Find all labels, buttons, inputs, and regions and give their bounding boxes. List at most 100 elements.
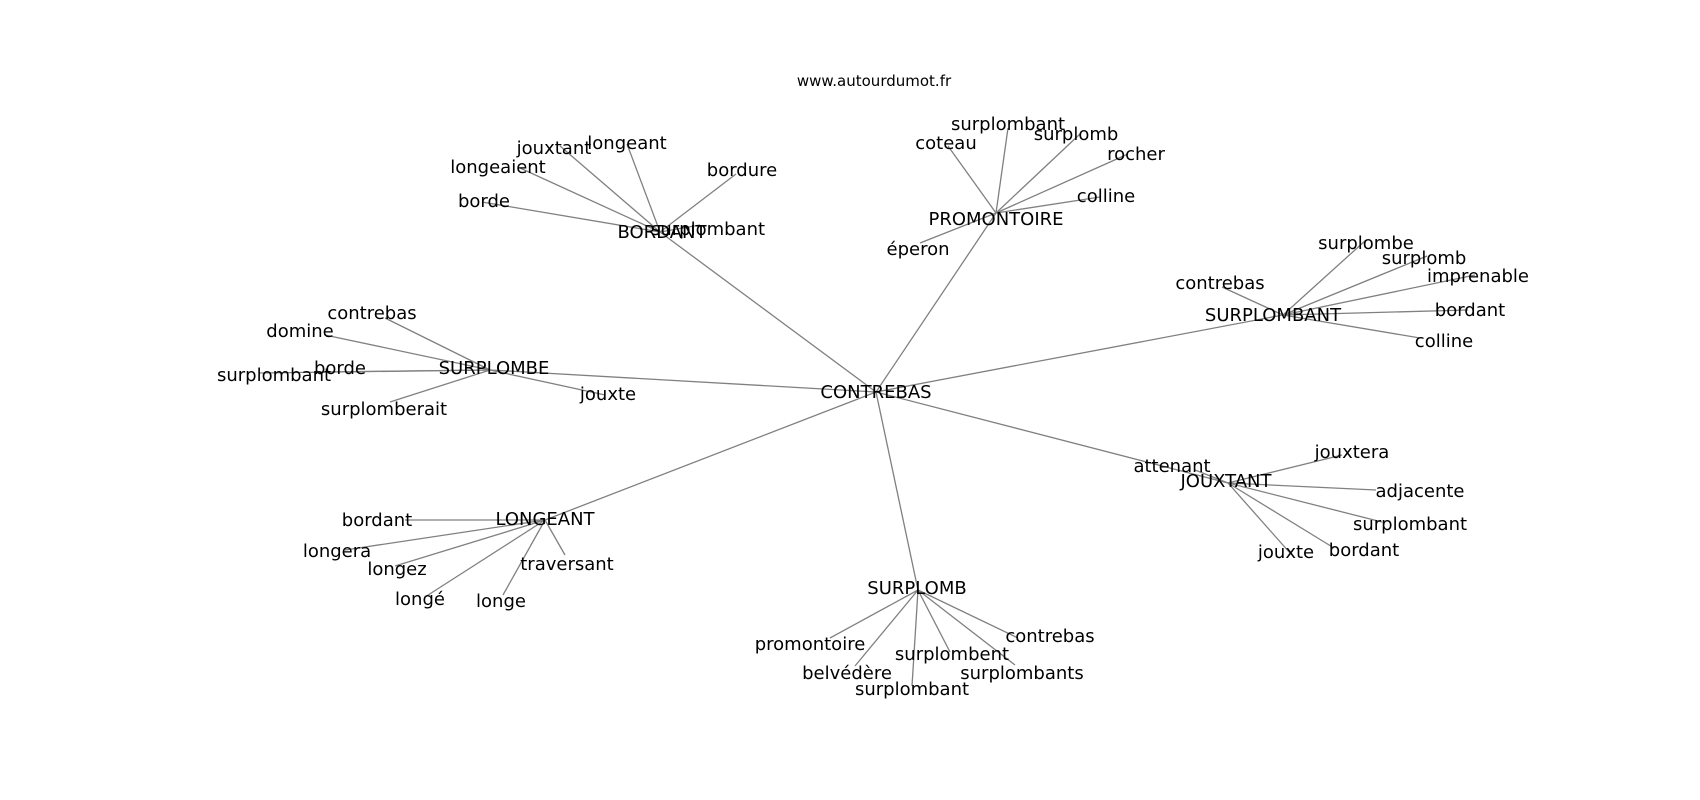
leaf-word-bordure[interactable]: bordure — [707, 160, 777, 181]
site-url-title: www.autourdumot.fr — [796, 72, 952, 90]
edge-bordant-to-bordure — [659, 173, 737, 233]
edge-promontoire-to-rocher — [995, 153, 1129, 214]
leaf-word-bordant[interactable]: bordant — [1435, 300, 1505, 321]
edge-center-to-surplombant — [875, 314, 1284, 393]
edge-jouxtant-to-surplombant — [1227, 482, 1383, 523]
leaf-word-domine[interactable]: domine — [266, 321, 333, 342]
leaf-word-surplombants[interactable]: surplombants — [960, 663, 1083, 684]
edge-surplombant-to-contrebas — [1221, 286, 1284, 316]
leaf-word-attenant[interactable]: attenant — [1133, 456, 1210, 477]
center-word-contrebas[interactable]: CONTREBAS — [820, 382, 931, 403]
hub-word-promontoire[interactable]: PROMONTOIRE — [928, 209, 1063, 230]
leaf-word-contrebas[interactable]: contrebas — [327, 303, 416, 324]
edge-center-to-jouxtant — [875, 391, 1229, 484]
leaf-word-belvedere[interactable]: belvédère — [802, 663, 892, 684]
edge-bordant-to-longeant — [626, 143, 661, 233]
edge-surplombant-to-imprenable — [1282, 274, 1476, 316]
edge-center-to-surplombe — [489, 369, 877, 393]
leaf-word-jouxtant[interactable]: jouxtant — [516, 138, 592, 159]
edge-jouxtant-to-bordant — [1227, 482, 1335, 549]
hub-word-surplombant[interactable]: SURPLOMBANT — [1205, 305, 1342, 326]
leaf-word-longe[interactable]: longe — [476, 591, 526, 612]
edge-promontoire-to-surplomb — [995, 133, 1081, 214]
leaf-word-adjacente[interactable]: adjacente — [1376, 481, 1465, 502]
leaf-word-bordant[interactable]: bordant — [342, 510, 412, 531]
leaf-word-borde[interactable]: borde — [458, 191, 510, 212]
hub-word-surplombe[interactable]: SURPLOMBE — [439, 358, 550, 379]
leaf-word-traversant[interactable]: traversant — [520, 554, 614, 575]
edge-surplomb-to-promontoire — [829, 589, 919, 639]
leaf-word-contrebas[interactable]: contrebas — [1175, 273, 1264, 294]
leaf-word-surplombant[interactable]: surplombant — [651, 219, 765, 240]
edge-surplombe-to-contrebas — [384, 317, 491, 371]
leaf-word-surplombent[interactable]: surplombent — [895, 644, 1009, 665]
edge-longeant-to-longez — [394, 519, 546, 567]
leaf-word-surplombant[interactable]: surplombant — [217, 365, 331, 386]
leaf-word-imprenable[interactable]: imprenable — [1427, 266, 1529, 287]
edge-surplombant-to-surplomb — [1282, 255, 1428, 316]
leaf-word-promontoire[interactable]: promontoire — [755, 634, 866, 655]
edge-bordant-to-borde — [481, 201, 661, 233]
leaf-word-surplomb[interactable]: surplomb — [1034, 124, 1119, 145]
edge-surplomb-to-surplombants — [917, 589, 1016, 666]
hub-word-longeant[interactable]: LONGEANT — [495, 509, 595, 530]
leaf-word-jouxte[interactable]: jouxte — [1257, 542, 1314, 563]
leaf-word-surplomberait[interactable]: surplomberait — [321, 399, 447, 420]
edge-surplombe-to-domine — [324, 334, 491, 371]
leaf-word-rocher[interactable]: rocher — [1107, 144, 1165, 165]
edge-promontoire-to-surplombant — [995, 127, 1009, 214]
edge-surplombe-to-surplomberait — [389, 369, 491, 403]
hub-word-surplomb[interactable]: SURPLOMB — [867, 578, 966, 599]
leaf-word-bordant[interactable]: bordant — [1329, 540, 1399, 561]
edge-longeant-to-longera — [344, 519, 546, 551]
leaf-word-colline[interactable]: colline — [1415, 331, 1473, 352]
edge-surplombant-to-surplombe — [1282, 239, 1367, 316]
leaf-word-longe[interactable]: longé — [395, 589, 445, 610]
edge-center-to-longeant — [544, 391, 877, 521]
edge-longeant-to-longe — [502, 519, 546, 596]
edge-surplombant-to-colline — [1282, 314, 1421, 339]
leaf-word-longera[interactable]: longera — [303, 541, 371, 562]
edge-surplomb-to-belvedere — [854, 589, 919, 667]
edge-promontoire-to-eperon — [919, 212, 997, 244]
hub-word-bordant[interactable]: BORDANT — [617, 222, 707, 243]
leaf-word-eperon[interactable]: éperon — [887, 239, 950, 260]
leaf-word-contrebas[interactable]: contrebas — [1005, 626, 1094, 647]
edge-surplomb-to-surplombent — [917, 589, 951, 653]
leaf-word-surplombant[interactable]: surplombant — [1353, 514, 1467, 535]
edge-bordant-to-surplombant — [659, 224, 701, 233]
leaf-word-colline[interactable]: colline — [1077, 186, 1135, 207]
leaf-word-jouxte[interactable]: jouxte — [579, 384, 636, 405]
leaf-word-borde[interactable]: borde — [314, 358, 366, 379]
leaf-word-surplomb[interactable]: surplomb — [1382, 248, 1467, 269]
leaf-word-surplombant[interactable]: surplombant — [951, 114, 1065, 135]
edge-surplombe-to-surplombant — [259, 369, 491, 374]
leaf-word-jouxtera[interactable]: jouxtera — [1314, 442, 1390, 463]
edge-longeant-to-traversant — [544, 519, 566, 556]
leaf-word-longeaient[interactable]: longeaient — [450, 157, 546, 178]
edge-bordant-to-jouxtant — [559, 145, 661, 233]
edge-center-to-surplomb — [875, 391, 919, 591]
hub-word-jouxtant[interactable]: JOUXTANT — [1179, 471, 1272, 492]
leaf-word-longeant[interactable]: longeant — [587, 133, 666, 154]
edge-surplomb-to-surplombant — [911, 589, 919, 687]
leaf-word-longez[interactable]: longez — [367, 559, 426, 580]
graph-edges — [259, 127, 1476, 687]
edge-surplombant-to-bordant — [1282, 309, 1469, 316]
edge-surplombe-to-jouxte — [489, 369, 606, 396]
edge-jouxtant-to-adjacente — [1227, 482, 1377, 491]
leaf-word-coteau[interactable]: coteau — [915, 133, 976, 154]
edge-center-to-promontoire — [875, 212, 997, 393]
leaf-word-surplombe[interactable]: surplombe — [1318, 233, 1414, 254]
leaf-word-surplombant[interactable]: surplombant — [855, 679, 969, 700]
edge-surplomb-to-contrebas — [917, 589, 1019, 639]
edge-jouxtant-to-attenant — [1194, 469, 1229, 484]
edge-jouxtant-to-jouxte — [1227, 482, 1291, 554]
edge-promontoire-to-colline — [995, 196, 1101, 214]
edge-longeant-to-longe — [424, 519, 546, 598]
edge-bordant-to-longeaient — [519, 167, 661, 233]
edge-promontoire-to-coteau — [947, 145, 997, 214]
